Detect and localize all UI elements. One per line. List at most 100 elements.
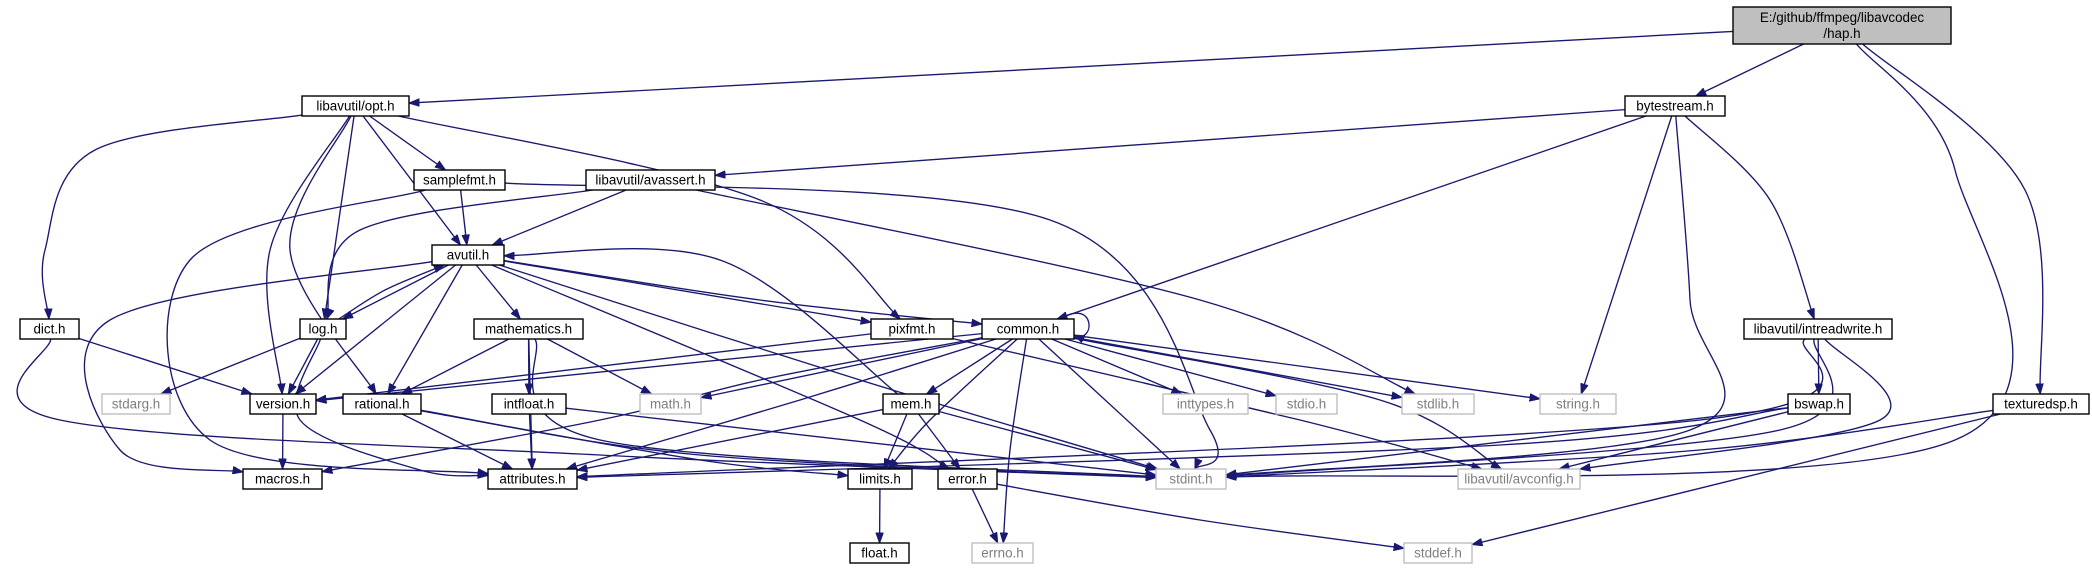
edge-hap-to-stdint xyxy=(1226,43,2014,477)
node-mathematics[interactable]: mathematics.h xyxy=(473,318,584,340)
edge-avutil-to-rational xyxy=(388,264,463,394)
node-box xyxy=(1992,393,2090,415)
edge-mem-to-stdint xyxy=(938,410,1156,470)
node-rational[interactable]: rational.h xyxy=(342,393,422,415)
edge-bytestream-to-stdint xyxy=(1226,115,1726,476)
node-bswap[interactable]: bswap.h xyxy=(1787,393,1851,415)
node-avutil[interactable]: avutil.h xyxy=(431,244,505,266)
node-stddef: stddef.h xyxy=(1403,542,1473,564)
edge-common-to-inttypes xyxy=(1051,338,1182,395)
node-bytestream[interactable]: bytestream.h xyxy=(1624,95,1726,117)
node-common[interactable]: common.h xyxy=(981,318,1075,340)
node-samplefmt[interactable]: samplefmt.h xyxy=(413,169,506,191)
node-intreadwrite[interactable]: libavutil/intreadwrite.h xyxy=(1743,318,1893,340)
edge-common-to-math xyxy=(701,337,983,398)
node-box xyxy=(1743,318,1893,340)
edge-opt-to-rational xyxy=(289,115,376,394)
node-box xyxy=(1275,393,1338,415)
node-intfloat[interactable]: intfloat.h xyxy=(491,393,567,415)
node-label: common.h xyxy=(997,322,1060,337)
node-errno: errno.h xyxy=(971,542,1034,564)
edge-rational-to-stdint xyxy=(420,409,1156,477)
node-label: bytestream.h xyxy=(1636,99,1713,114)
node-box xyxy=(1162,393,1249,415)
edge-common-to-stdio xyxy=(1064,338,1276,396)
node-opt[interactable]: libavutil/opt.h xyxy=(301,95,410,117)
edge-texturedsp-to-stdint xyxy=(1226,409,1994,477)
node-box xyxy=(849,542,910,564)
edge-mem-to-avutil xyxy=(504,248,899,395)
node-math: math.h xyxy=(639,393,702,415)
node-label: attributes.h xyxy=(499,472,565,487)
edge-log-to-version xyxy=(288,338,319,394)
edge-hap-to-opt xyxy=(409,30,1734,103)
edge-bytestream-to-intreadwrite xyxy=(1684,115,1815,319)
edge-avutil-to-macros xyxy=(83,260,433,472)
node-box xyxy=(937,468,998,490)
edge-opt-to-samplefmt xyxy=(369,115,446,170)
node-label: E:/github/ffmpeg/libavcodec xyxy=(1760,10,1925,25)
node-label: texturedsp.h xyxy=(2004,397,2078,412)
edge-bytestream-to-common xyxy=(1057,115,1647,319)
edge-common-to-limits xyxy=(888,338,1018,469)
node-label: errno.h xyxy=(981,546,1023,561)
node-label: string.h xyxy=(1556,397,1600,412)
node-pixfmt[interactable]: pixfmt.h xyxy=(870,318,954,340)
node-stdio: stdio.h xyxy=(1275,393,1338,415)
edge-avutil-to-version xyxy=(295,264,457,394)
node-label: libavutil/intreadwrite.h xyxy=(1754,322,1883,337)
edge-hap-to-texturedsp xyxy=(1862,43,2043,394)
edge-bswap-to-avconfig xyxy=(1559,411,1789,469)
node-box xyxy=(299,318,347,340)
node-inttypes: inttypes.h xyxy=(1162,393,1249,415)
edge-intreadwrite-to-attributes xyxy=(577,338,1824,477)
node-label: inttypes.h xyxy=(1177,397,1234,412)
edge-common-to-stdlib xyxy=(1073,336,1402,397)
node-texturedsp[interactable]: texturedsp.h xyxy=(1992,393,2090,415)
node-stdarg: stdarg.h xyxy=(101,393,171,415)
node-box xyxy=(413,169,506,191)
edge-bytestream-to-string xyxy=(1581,115,1673,394)
edge-error-to-errno xyxy=(971,488,999,543)
node-float[interactable]: float.h xyxy=(849,542,910,564)
node-label: math.h xyxy=(650,397,691,412)
node-box xyxy=(491,393,567,415)
node-box xyxy=(971,542,1034,564)
node-stdint: stdint.h xyxy=(1155,468,1227,490)
edge-samplefmt-to-avutil xyxy=(459,189,467,245)
edge-avassert-to-stdlib xyxy=(696,189,1415,395)
edge-dict-to-version xyxy=(78,337,252,394)
node-box xyxy=(1624,95,1726,117)
node-mem[interactable]: mem.h xyxy=(882,393,940,415)
node-attributes[interactable]: attributes.h xyxy=(487,468,578,490)
node-string: string.h xyxy=(1539,393,1617,415)
node-log[interactable]: log.h xyxy=(299,318,347,340)
node-box xyxy=(847,468,913,490)
edge-avassert-to-log xyxy=(326,189,593,319)
edge-pixfmt-to-version xyxy=(316,333,872,400)
node-layer: E:/github/ffmpeg/libavcodec/hap.h libavut… xyxy=(19,6,2090,564)
edge-samplefmt-to-stdint xyxy=(504,182,1219,469)
node-label: mathematics.h xyxy=(485,322,572,337)
node-label: libavutil/avassert.h xyxy=(595,173,705,188)
node-box xyxy=(639,393,702,415)
node-error[interactable]: error.h xyxy=(937,468,998,490)
edge-mem-to-attributes xyxy=(577,408,884,471)
edge-texturedsp-to-stddef xyxy=(1472,413,2001,545)
node-box xyxy=(1787,393,1851,415)
node-version[interactable]: version.h xyxy=(249,393,317,415)
edge-intreadwrite-to-avconfig xyxy=(1580,338,1892,469)
edge-avutil-to-stdint xyxy=(499,264,1157,469)
node-hap[interactable]: E:/github/ffmpeg/libavcodec/hap.h xyxy=(1732,6,1952,45)
node-avassert[interactable]: libavutil/avassert.h xyxy=(585,169,716,191)
node-label: intfloat.h xyxy=(504,397,555,412)
node-label: bswap.h xyxy=(1794,397,1844,412)
node-box xyxy=(242,468,323,490)
edge-opt-to-log xyxy=(324,115,355,319)
node-label: libavutil/avconfig.h xyxy=(1464,472,1573,487)
node-limits[interactable]: limits.h xyxy=(847,468,913,490)
node-macros[interactable]: macros.h xyxy=(242,468,323,490)
node-dict[interactable]: dict.h xyxy=(19,318,80,340)
node-box xyxy=(882,393,940,415)
